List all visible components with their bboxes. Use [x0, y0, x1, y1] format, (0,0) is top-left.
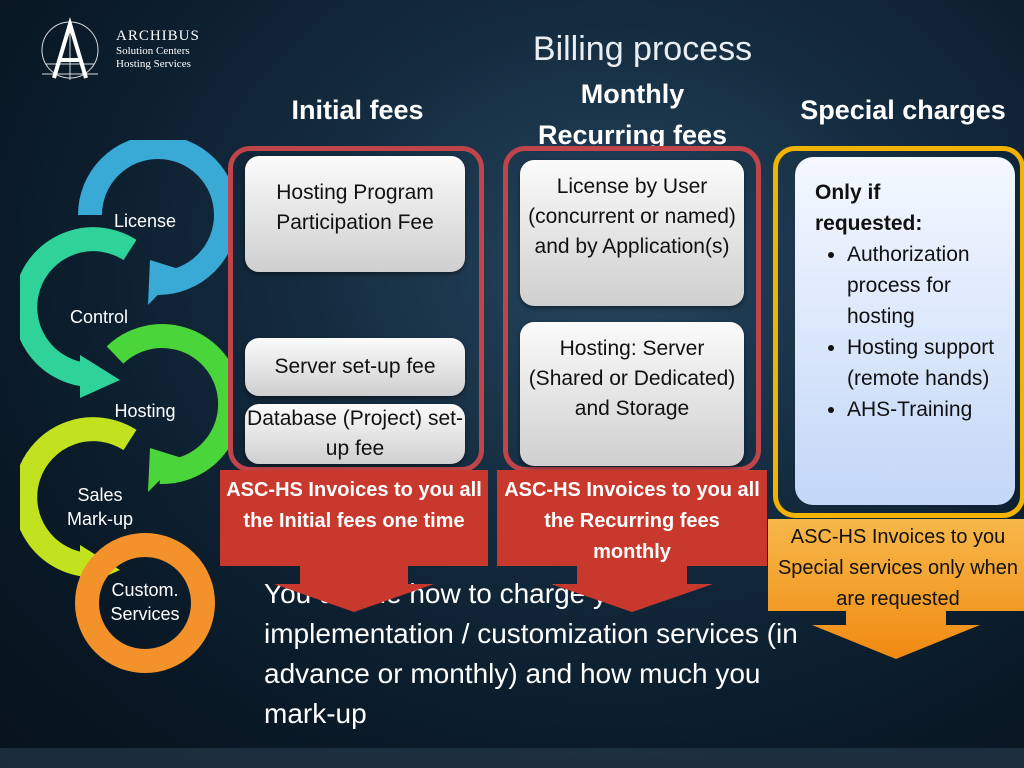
special-invoice-text: ASC-HS Invoices to you Special services … — [777, 526, 1019, 610]
fee-card-hosting-program: Hosting Program Participation Fee — [245, 156, 465, 272]
logo-line1: ARCHIBUS — [116, 28, 200, 44]
monthly-heading-line1: Monthly — [580, 79, 685, 109]
monthly-fees-heading: Monthly Recurring fees — [505, 74, 760, 156]
slide-title: Billing process — [532, 30, 753, 68]
monthly-fees-frame — [503, 146, 761, 472]
fee-card-hosting-server: Hosting: Server (Shared or Dedicated) an… — [520, 322, 744, 466]
list-item: Hosting support (remote hands) — [847, 332, 1005, 394]
only-if-requested-label: Only if requested: — [815, 177, 1005, 239]
cycle-arrowhead-control — [80, 355, 120, 398]
special-charges-heading: Special charges — [800, 95, 1006, 125]
cycle-label-license: License — [113, 211, 177, 231]
monthly-heading-line2: Recurring fees — [537, 120, 728, 150]
monthly-invoice-arrow — [497, 470, 767, 612]
fee-card-server-setup: Server set-up fee — [245, 338, 465, 396]
list-item: Authorization process for hosting — [847, 239, 1005, 332]
special-charges-card: Only if requested: Authorization process… — [795, 157, 1015, 505]
list-item: AHS-Training — [847, 394, 1005, 425]
special-charges-list: Authorization process for hosting Hostin… — [815, 239, 1005, 425]
cycle-arc-hosting — [106, 324, 230, 485]
cycle-arrowhead-hosting — [148, 448, 182, 492]
body-text: You decide how to charge your implementa… — [264, 578, 798, 729]
footer-bar — [0, 748, 1024, 768]
logo-line2: Solution Centers — [116, 45, 190, 58]
req-line2: requested: — [815, 212, 923, 235]
service-cycle-diagram — [20, 140, 230, 673]
cycle-arc-custom — [75, 533, 215, 673]
monthly-invoice-text: ASC-HS Invoices to you all the Recurring… — [504, 479, 760, 563]
fee-card-database-setup: Database (Project) set-up fee — [245, 404, 465, 464]
cycle-label-custom-services: Custom. Services — [110, 580, 180, 624]
logo-line3: Hosting Services — [116, 57, 191, 70]
initial-invoice-text: ASC-HS Invoices to you all the Initial f… — [226, 479, 482, 532]
special-invoice-arrow — [768, 519, 1024, 659]
cycle-arc-control — [20, 227, 137, 387]
cycle-arrowhead-license — [148, 260, 182, 305]
special-charges-frame — [773, 146, 1024, 518]
cycle-label-hosting: Hosting — [114, 401, 176, 421]
cycle-arc-license — [78, 140, 230, 295]
logo-text: ARCHIBUS Solution Centers Hosting Servic… — [116, 28, 200, 71]
initial-fees-heading: Initial fees — [291, 95, 424, 125]
fee-card-license-by-user: License by User (concurrent or named) an… — [520, 160, 744, 306]
archibus-logo-icon — [41, 16, 99, 80]
initial-fees-frame — [228, 146, 484, 472]
req-line1: Only if — [815, 181, 881, 204]
cycle-label-sales-markup: Sales Mark-up — [66, 485, 133, 529]
cycle-arc-sales — [20, 417, 137, 577]
cycle-label-control: Control — [69, 307, 129, 327]
initial-invoice-arrow — [220, 470, 488, 612]
